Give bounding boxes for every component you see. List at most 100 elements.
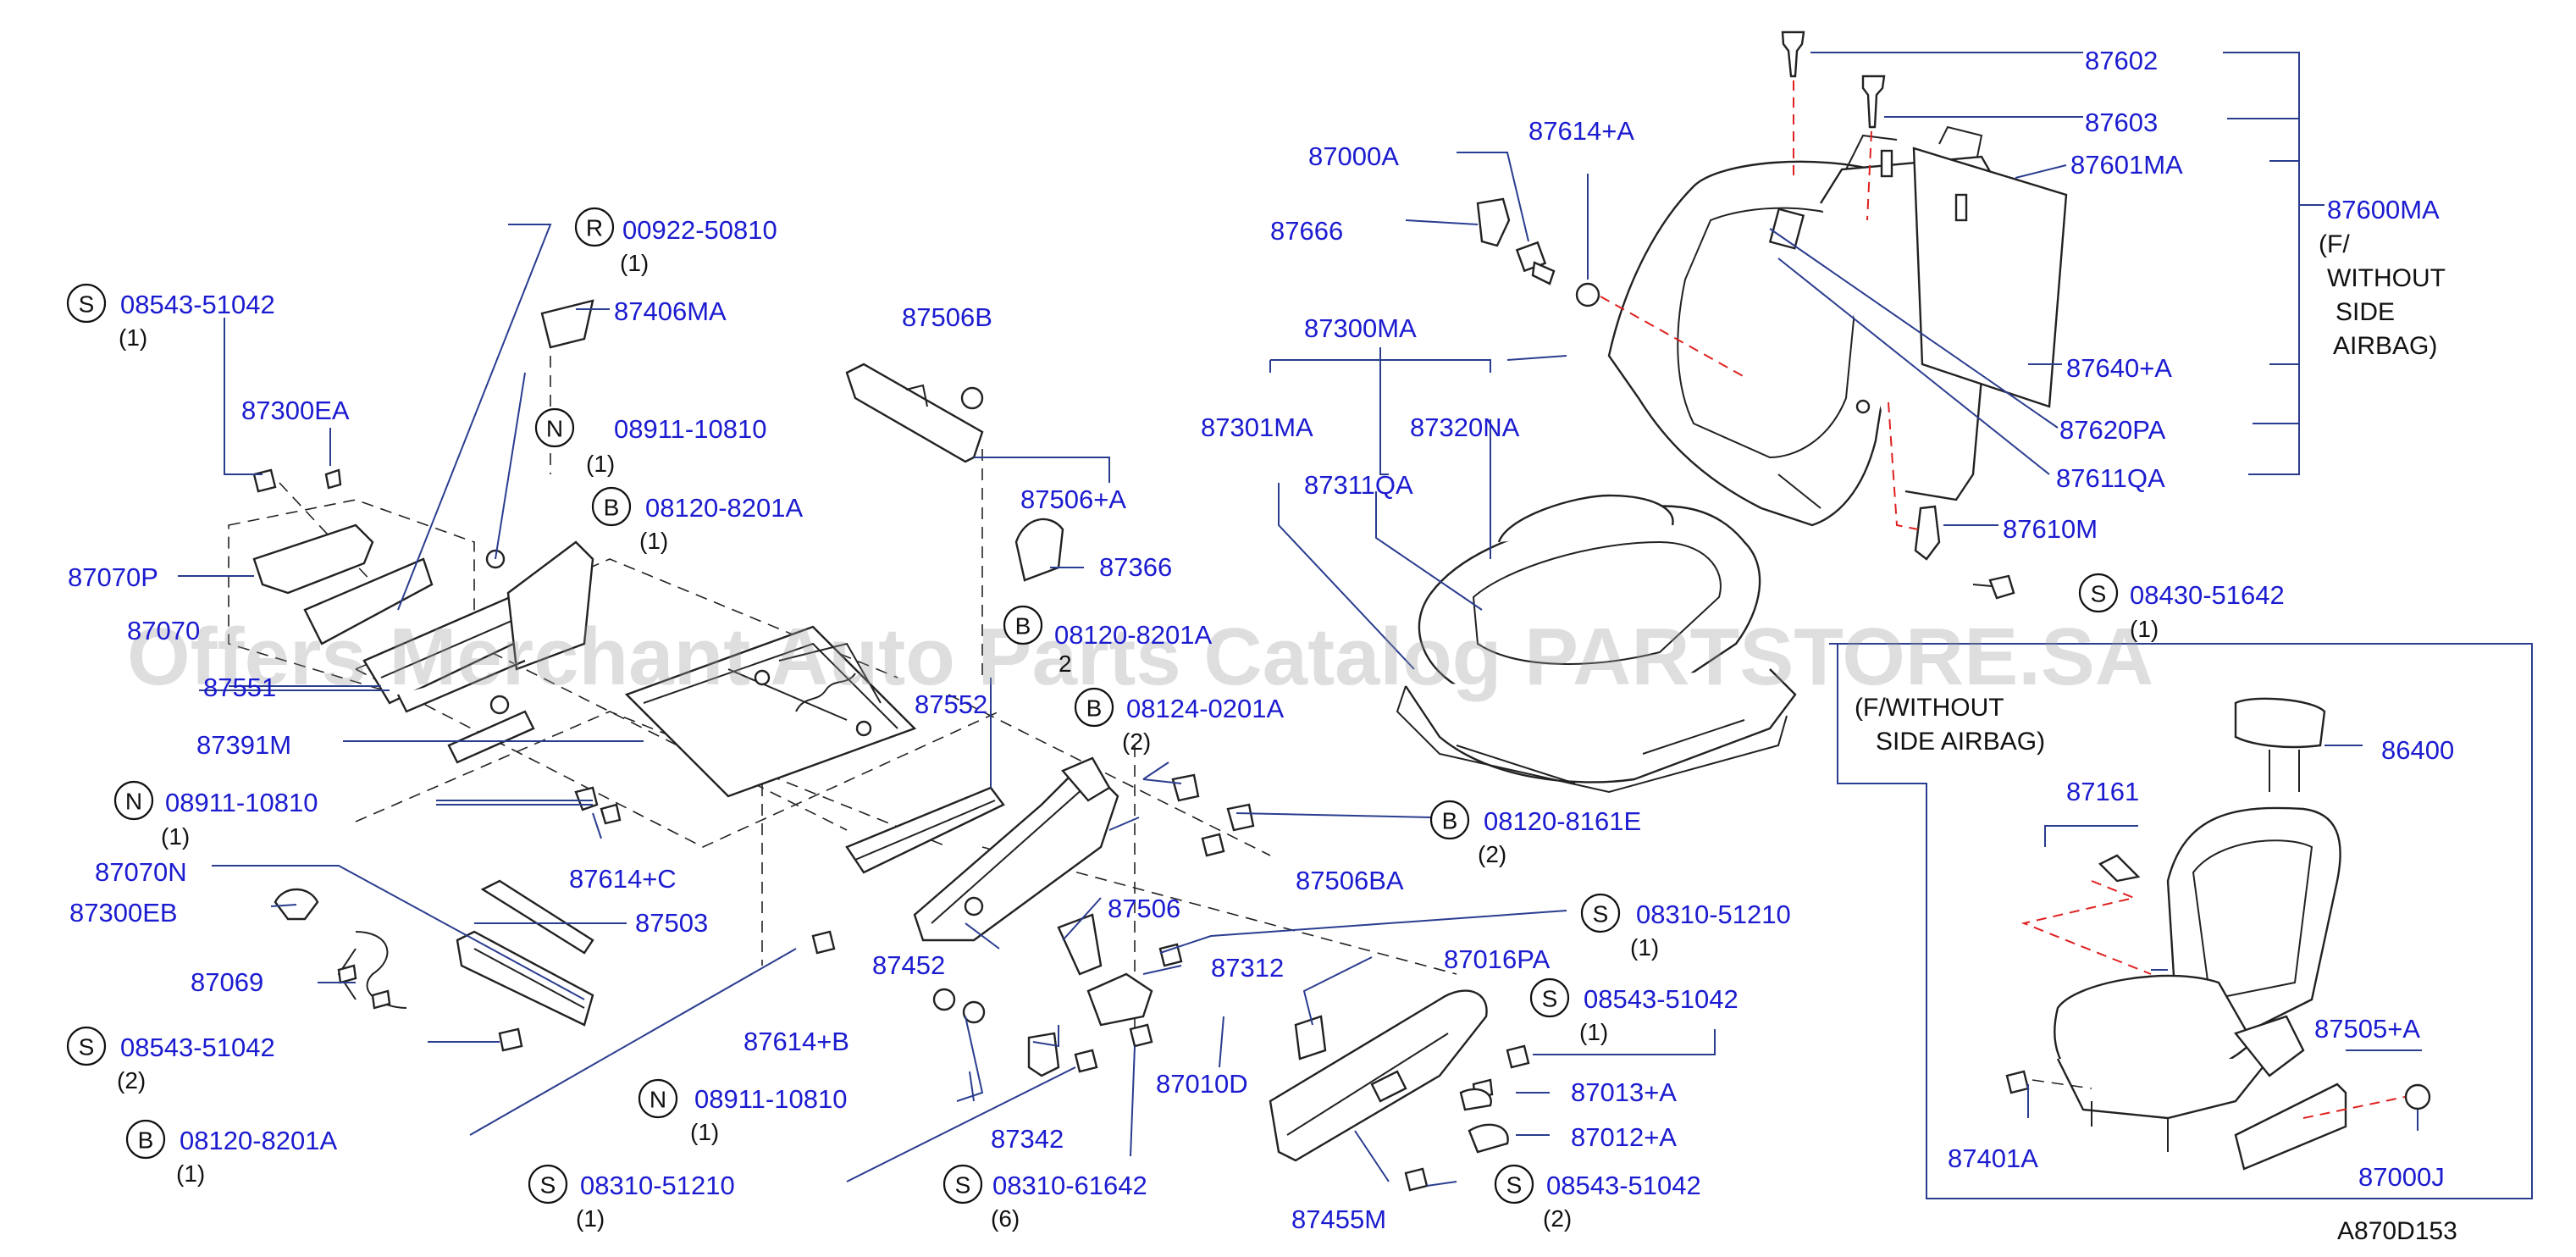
- label-87452[interactable]: 87452: [872, 950, 945, 980]
- callout-b-08124-0201a[interactable]: B 08124-0201A (2): [1074, 687, 1284, 755]
- label-87600ma[interactable]: 87600MA: [2327, 195, 2440, 224]
- label-87614b[interactable]: 87614+B: [744, 1027, 849, 1056]
- svg-text:08911-10810: 08911-10810: [165, 788, 318, 817]
- svg-text:B: B: [1442, 808, 1458, 834]
- label-87000a[interactable]: 87000A: [1308, 141, 1399, 171]
- svg-text:(1): (1): [576, 1205, 605, 1232]
- svg-text:08124-0201A: 08124-0201A: [1126, 694, 1284, 723]
- label-87000j[interactable]: 87000J: [2358, 1162, 2445, 1192]
- callout-s-08310-51210-a[interactable]: S 08310-51210 (1): [1580, 893, 1791, 961]
- label-87010d[interactable]: 87010D: [1156, 1069, 1248, 1099]
- svg-text:(2): (2): [1122, 728, 1151, 755]
- svg-text:B: B: [1086, 695, 1103, 722]
- lever-drawing: [1027, 913, 1153, 1077]
- label-87602[interactable]: 87602: [2085, 46, 2158, 75]
- label-87455m[interactable]: 87455M: [1291, 1204, 1386, 1234]
- svg-text:S: S: [79, 291, 95, 318]
- svg-text:(2): (2): [1543, 1205, 1572, 1232]
- svg-text:(F/: (F/: [2319, 230, 2350, 258]
- label-87342[interactable]: 87342: [991, 1124, 1064, 1154]
- callout-b-08120-8201a-b[interactable]: B 08120-8201A 2: [1003, 605, 1212, 677]
- svg-text:S: S: [1593, 901, 1609, 928]
- label-87552[interactable]: 87552: [915, 689, 987, 719]
- svg-text:S: S: [1542, 986, 1558, 1012]
- seat-back-drawing: [1607, 125, 2068, 527]
- callout-b-08120-8161e[interactable]: B 08120-8161E (2): [1429, 800, 1641, 867]
- svg-text:S: S: [955, 1172, 971, 1199]
- callout-b-08120-8201a-c[interactable]: B 08120-8201A (1): [125, 1119, 337, 1187]
- callout-s-08543-51042-a[interactable]: S 08543-51042 (1): [66, 283, 275, 351]
- label-87320na[interactable]: 87320NA: [1410, 413, 1520, 442]
- label-87070p[interactable]: 87070P: [68, 562, 158, 592]
- label-87601ma[interactable]: 87601MA: [2070, 150, 2183, 180]
- label-87161[interactable]: 87161: [2066, 777, 2139, 806]
- svg-text:08543-51042: 08543-51042: [1584, 984, 1739, 1014]
- svg-text:N: N: [125, 789, 142, 815]
- rod-plate-drawing: [456, 879, 594, 1027]
- label-87506[interactable]: 87506: [1108, 894, 1180, 923]
- callout-s-08310-51210-b[interactable]: S 08310-51210 (1): [528, 1164, 735, 1232]
- label-87406ma[interactable]: 87406MA: [614, 296, 727, 326]
- label-87506ba[interactable]: 87506BA: [1296, 866, 1404, 895]
- callout-s-08543-51042-c[interactable]: S 08543-51042 (2): [66, 1026, 275, 1094]
- svg-text:08310-61642: 08310-61642: [992, 1171, 1147, 1200]
- svg-text:(F/WITHOUT: (F/WITHOUT: [1855, 694, 2004, 722]
- label-87391m[interactable]: 87391M: [196, 730, 291, 760]
- callout-r-00922-50810[interactable]: R 00922-50810 (1): [574, 207, 777, 276]
- part-drawings: [228, 30, 2431, 1192]
- label-87300ea[interactable]: 87300EA: [241, 396, 350, 425]
- cover-87366-drawing: [1014, 518, 1064, 582]
- inset-seat-drawing: [2005, 697, 2431, 1171]
- svg-text:N: N: [546, 416, 563, 442]
- svg-text:(1): (1): [1630, 934, 1659, 961]
- label-87312[interactable]: 87312: [1211, 953, 1284, 983]
- svg-text:(1): (1): [176, 1160, 205, 1187]
- label-87311qa[interactable]: 87311QA: [1304, 470, 1413, 500]
- svg-text:08543-51042: 08543-51042: [120, 1033, 275, 1062]
- label-87301ma[interactable]: 87301MA: [1201, 413, 1313, 442]
- label-87401a[interactable]: 87401A: [1948, 1143, 2038, 1173]
- label-87614c[interactable]: 87614+C: [569, 864, 677, 894]
- label-87506a[interactable]: 87506+A: [1020, 485, 1126, 514]
- callout-n-08911-10810-a[interactable]: N 08911-10810 (1): [534, 407, 766, 477]
- label-87640a[interactable]: 87640+A: [2066, 353, 2172, 383]
- svg-text:WITHOUT: WITHOUT: [2327, 264, 2446, 292]
- side-cover-drawing: [1269, 989, 1488, 1162]
- callout-s-08310-61642[interactable]: S 08310-61642 (6): [943, 1164, 1147, 1232]
- label-86400[interactable]: 86400: [2381, 735, 2454, 765]
- svg-text:08310-51210: 08310-51210: [580, 1171, 735, 1200]
- callout-s-08430-51642[interactable]: S 08430-51642 (1): [2078, 573, 2285, 642]
- svg-text:B: B: [138, 1127, 154, 1154]
- harness-drawing: [274, 888, 407, 1010]
- label-87551[interactable]: 87551: [203, 673, 276, 702]
- label-87603[interactable]: 87603: [2085, 108, 2158, 137]
- label-87505a[interactable]: 87505+A: [2314, 1014, 2420, 1044]
- svg-text:(1): (1): [2130, 616, 2159, 642]
- label-87070n[interactable]: 87070N: [95, 857, 187, 887]
- callout-b-08120-8201a-a[interactable]: B 08120-8201A (1): [591, 486, 803, 554]
- label-87069[interactable]: 87069: [191, 967, 263, 997]
- callout-s-08543-51042-d[interactable]: S 08543-51042 (2): [1494, 1164, 1701, 1232]
- label-87070[interactable]: 87070: [127, 616, 200, 645]
- callout-s-08543-51042-b[interactable]: S 08543-51042 (1): [1529, 977, 1739, 1045]
- label-87013a[interactable]: 87013+A: [1571, 1077, 1677, 1107]
- label-87300ma[interactable]: 87300MA: [1304, 313, 1417, 343]
- svg-text:08120-8201A: 08120-8201A: [1054, 620, 1212, 650]
- callout-n-08911-10810-c[interactable]: N 08911-10810 (1): [638, 1078, 847, 1145]
- label-87614a[interactable]: 87614+A: [1528, 116, 1634, 146]
- label-87620pa[interactable]: 87620PA: [2059, 415, 2166, 445]
- label-87506b[interactable]: 87506B: [902, 302, 992, 332]
- label-87611qa[interactable]: 87611QA: [2056, 463, 2165, 493]
- label-87016pa[interactable]: 87016PA: [1444, 944, 1551, 974]
- label-87503[interactable]: 87503: [635, 908, 708, 938]
- label-87666[interactable]: 87666: [1270, 216, 1343, 246]
- label-87012a[interactable]: 87012+A: [1571, 1122, 1677, 1152]
- label-87366[interactable]: 87366: [1099, 552, 1172, 582]
- callout-n-08911-10810-b[interactable]: N 08911-10810 (1): [113, 780, 318, 850]
- label-87610m[interactable]: 87610M: [2003, 514, 2098, 544]
- svg-text:B: B: [604, 495, 620, 521]
- svg-text:08120-8201A: 08120-8201A: [180, 1126, 337, 1155]
- svg-text:S: S: [79, 1034, 95, 1060]
- label-87300eb[interactable]: 87300EB: [69, 898, 178, 928]
- svg-text:08543-51042: 08543-51042: [120, 290, 275, 319]
